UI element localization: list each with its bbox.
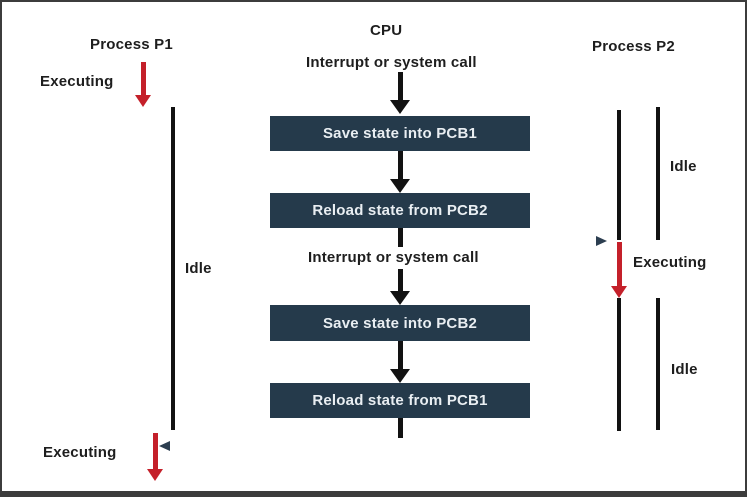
p2-timeline-left-lower: [617, 298, 621, 431]
p1-resume-arrowhead-icon: [159, 441, 170, 451]
p1-executing-bottom-label: Executing: [43, 444, 117, 461]
p2-executing-label: Executing: [633, 254, 707, 271]
flow-connector-bottom: [398, 418, 403, 438]
p2-idle-top-label: Idle: [670, 158, 697, 175]
flow-arrow-3-icon: [390, 269, 410, 305]
p2-timeline-right-lower: [656, 298, 660, 430]
interrupt-label-2: Interrupt or system call: [308, 249, 479, 266]
box-reload-state-pcb1: Reload state from PCB1: [270, 383, 530, 418]
box-save-state-pcb2: Save state into PCB2: [270, 305, 530, 341]
p1-red-down-arrow-bottom-icon: [147, 433, 163, 481]
p1-timeline: [171, 107, 175, 430]
process-p2-title: Process P2: [592, 38, 675, 55]
flow-arrow-1-icon: [390, 72, 410, 114]
p1-executing-top-label: Executing: [40, 73, 114, 90]
p2-red-down-arrow-icon: [611, 242, 627, 298]
p1-idle-label: Idle: [185, 260, 212, 277]
p1-red-down-arrow-top-icon: [135, 62, 151, 107]
p2-timeline-left-upper: [617, 110, 621, 240]
box-save-state-pcb1: Save state into PCB1: [270, 116, 530, 151]
flow-connector-mid: [398, 228, 403, 247]
p2-idle-bottom-label: Idle: [671, 361, 698, 378]
box-reload-state-pcb2: Reload state from PCB2: [270, 193, 530, 228]
interrupt-label-1: Interrupt or system call: [306, 54, 477, 71]
flow-arrow-4-icon: [390, 341, 410, 383]
flow-arrow-2-icon: [390, 151, 410, 193]
p2-timeline-right-upper: [656, 107, 660, 240]
process-p1-title: Process P1: [90, 36, 173, 53]
cpu-title: CPU: [370, 22, 403, 39]
p2-resume-arrowhead-icon: [596, 236, 607, 246]
